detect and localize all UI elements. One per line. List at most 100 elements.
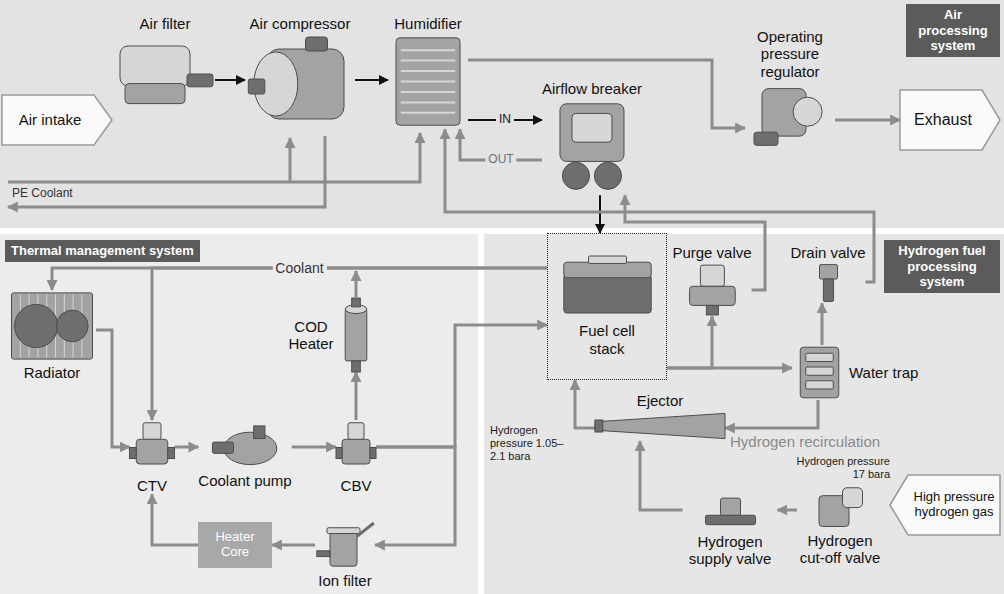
component-icon: [750, 82, 830, 148]
component-label: High pressure hydrogen gas: [912, 490, 996, 520]
flow-connector: [821, 303, 824, 345]
icon-part: [401, 81, 455, 83]
component-icon: [815, 486, 865, 530]
icon-part: [130, 448, 137, 459]
flow-connector: [96, 330, 130, 447]
icon-part: [562, 162, 589, 189]
component: Operating pressure regulator: [745, 28, 835, 148]
component-label: Air intake: [19, 111, 82, 128]
component: Humidifier: [388, 15, 468, 129]
component-icon: [595, 411, 725, 441]
component-icon: [792, 345, 847, 400]
flow-arrow: Exhaust: [900, 90, 1000, 150]
icon-part: [248, 79, 264, 94]
component-label: Ion filter: [318, 572, 371, 589]
component-icon: [210, 425, 280, 470]
icon-part: [306, 37, 328, 51]
arrow-outline: [900, 90, 1000, 150]
flow-connector: [468, 119, 542, 121]
flow-connector: [599, 195, 601, 233]
flow-arrow: Air intake: [2, 95, 112, 145]
icon-part: [594, 162, 621, 189]
icon-part: [56, 310, 88, 342]
icon-part: [595, 420, 603, 432]
icon-part: [352, 361, 361, 372]
flow-connector: [272, 544, 315, 547]
component-label: Airflow breaker: [542, 80, 642, 97]
icon-part: [689, 287, 735, 306]
flow-connector: [667, 316, 712, 368]
flow-label: IN: [496, 113, 514, 127]
icon-part: [806, 353, 834, 361]
coolant-pipe: [8, 133, 420, 182]
flow-label: Coolant: [272, 260, 326, 276]
icon-part: [754, 132, 778, 145]
flow-connector: [575, 380, 595, 428]
flow-connector: [175, 446, 199, 449]
icon-part: [342, 439, 370, 464]
flow-connector: [468, 60, 745, 128]
flow-connector: [152, 494, 198, 545]
component: Purge valve: [672, 244, 751, 316]
annotation: Hydrogen recirculation: [730, 433, 880, 451]
icon-part: [572, 114, 612, 143]
icon-part: [348, 423, 364, 440]
icon-part: [401, 112, 455, 114]
component-label: Drain valve: [790, 244, 865, 261]
component: Air compressor: [245, 15, 355, 134]
annotation: Hydrogen pressure 1.05–2.1 bara: [490, 424, 568, 463]
flow-connector: [725, 400, 818, 428]
component-icon: [705, 496, 755, 531]
component: Hydrogen supply valve: [683, 496, 778, 568]
icon-part: [396, 38, 460, 125]
panel-title: Thermal management system: [5, 240, 200, 262]
component: Hydrogen cut-off valve: [797, 486, 883, 567]
flow-connector: [376, 325, 547, 447]
icon-part: [705, 515, 755, 524]
icon-part: [560, 104, 624, 162]
panel-title: Air processing system: [906, 4, 1000, 57]
component-label: Radiator: [24, 364, 81, 381]
coolant-pipe: [355, 271, 358, 297]
coolant-pipe: [289, 138, 292, 182]
component: Radiator: [8, 290, 96, 381]
component: Airflow breaker: [542, 80, 642, 195]
component: Coolant pump: [198, 425, 291, 489]
component-label: Water trap: [849, 364, 918, 381]
flow-connector: [292, 446, 336, 449]
icon-part: [563, 262, 650, 278]
icon-part: [823, 279, 833, 301]
icon-part: [401, 102, 455, 104]
component-icon: [245, 34, 355, 134]
component-label: Hydrogen cut-off valve: [797, 532, 883, 567]
flow-connector: [460, 129, 542, 160]
stack-box: Fuel cell stack: [547, 233, 667, 380]
component-label: COD Heater: [286, 318, 336, 353]
icon-part: [317, 551, 330, 557]
flow-connector: [835, 119, 900, 122]
arrow-outline: [2, 95, 112, 145]
icon-part: [345, 309, 367, 361]
system-panel: Fuel cell stack Purge valve Drain valveWat…: [484, 234, 1004, 594]
icon-part: [336, 448, 342, 459]
icon-part: [125, 84, 185, 104]
component-label: Fuel cell stack: [567, 322, 647, 357]
icon-part: [12, 293, 93, 359]
component-label: Hydrogen supply valve: [683, 533, 778, 568]
component-label: Coolant pump: [198, 472, 291, 489]
component: CTV: [130, 420, 175, 494]
arrow-outline: [890, 475, 1000, 535]
icon-part: [819, 265, 837, 279]
component: COD Heater: [286, 298, 374, 372]
icon-part: [706, 306, 718, 316]
icon-part: [588, 256, 626, 263]
component-icon: [552, 99, 632, 195]
panel-title: Hydrogen fuel processing system: [884, 240, 1000, 293]
flow-connector: [375, 447, 455, 545]
component: Ejector: [595, 392, 725, 441]
coolant-pipe: [8, 136, 325, 207]
flow-connector: [215, 79, 245, 81]
icon-part: [120, 46, 190, 86]
icon-part: [401, 60, 455, 62]
flow-label: OUT: [485, 153, 516, 167]
